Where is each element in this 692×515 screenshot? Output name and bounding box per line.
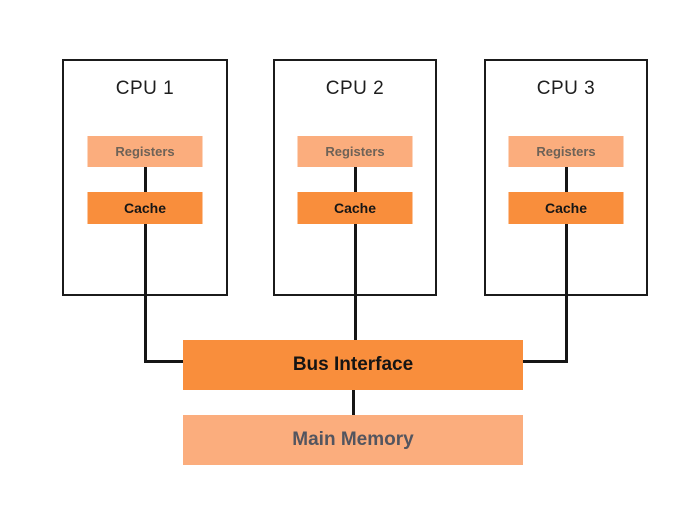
cpu3-bus-elbow-line xyxy=(521,360,568,363)
cpu1-bus-elbow-line xyxy=(143,360,186,363)
cpu3-bus-drop-line xyxy=(564,224,568,363)
bus-interface-box: Bus Interface xyxy=(183,340,523,390)
main-memory-box: Main Memory xyxy=(183,415,523,465)
cpu3-title: CPU 3 xyxy=(536,78,596,99)
cpu1-cache-box: Cache xyxy=(87,192,203,224)
cpu2-cache-box: Cache xyxy=(297,192,413,224)
cpu1-registers-cache-line xyxy=(143,167,147,192)
cpu1-bus-drop-line xyxy=(143,224,147,363)
cpu2-box: CPU 2 Registers Cache xyxy=(273,59,437,296)
cpu1-registers-box: Registers xyxy=(87,136,203,167)
cpu2-title: CPU 2 xyxy=(325,78,385,99)
cpu1-title: CPU 1 xyxy=(115,78,175,99)
cpu2-registers-cache-line xyxy=(353,167,357,192)
bus-memory-line xyxy=(351,390,355,416)
cpu3-cache-box: Cache xyxy=(508,192,624,224)
cpu2-bus-drop-line xyxy=(353,224,357,341)
cpu2-registers-box: Registers xyxy=(297,136,413,167)
cpu1-box: CPU 1 Registers Cache xyxy=(62,59,228,296)
cpu3-registers-cache-line xyxy=(564,167,568,192)
cpu3-registers-box: Registers xyxy=(508,136,624,167)
